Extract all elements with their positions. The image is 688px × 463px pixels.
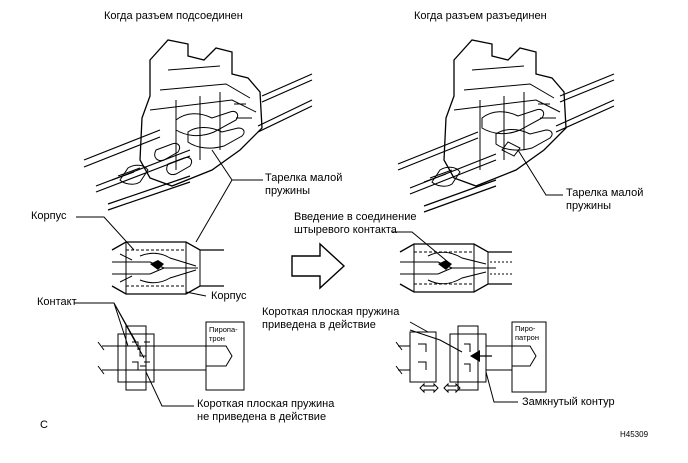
short-spring-inactive-line2: не приведена в действие	[197, 411, 327, 423]
housing-label-left: Корпус	[31, 210, 67, 222]
squib-left-line2: трон	[209, 334, 225, 343]
squib-right-line1: Пиро-	[515, 324, 536, 333]
housing-leader-left	[76, 216, 135, 251]
figure-letter: C	[40, 419, 48, 431]
pin-insertion-label: Введение в соединение штыревого контакта	[294, 211, 416, 237]
disconnected-connector-illustration	[397, 39, 615, 213]
housing-leader-bottom	[185, 291, 207, 297]
bidirectional-arrow-right	[443, 382, 461, 394]
spring-plate-leader-right	[517, 149, 563, 196]
short-spring-active-label: Короткая плоская пружина приведена в дей…	[262, 306, 399, 332]
short-spring-inactive-label: Короткая плоская пружина не приведена в …	[197, 398, 334, 424]
connected-schematic	[97, 321, 245, 391]
spring-plate-left-line2: пружины	[265, 185, 311, 197]
disconnected-cross-section	[399, 243, 512, 293]
transition-arrow	[291, 242, 346, 290]
disconnected-schematic	[395, 321, 547, 393]
spring-plate-label-right: Тарелка малой пружины	[566, 187, 643, 213]
short-spring-inactive-leader	[145, 371, 194, 407]
spring-plate-label-left: Тарелка малой пружины	[265, 172, 342, 198]
pin-insertion-line1: Введение в соединение	[294, 211, 417, 223]
short-spring-active-line1: Короткая плоская пружина	[262, 306, 400, 318]
spring-plate-right-line2: пружины	[566, 200, 612, 212]
bidirectional-arrow-left	[419, 382, 439, 394]
spring-plate-leader-left	[195, 149, 263, 243]
spring-plate-right-line1: Тарелка малой	[566, 187, 644, 199]
squib-label-right: Пиро- патрон	[515, 324, 539, 342]
housing-label-bottom: Корпус	[211, 290, 247, 302]
connected-cross-section	[111, 241, 224, 295]
pin-insertion-line2: штыревого контакта	[294, 224, 397, 236]
title-connected: Когда разъем подсоединен	[104, 10, 243, 22]
figure-code: H45309	[620, 430, 649, 439]
short-spring-active-leader	[409, 321, 463, 353]
closed-circuit-label: Замкнутый контур	[522, 396, 615, 408]
spring-plate-left-line1: Тарелка малой	[265, 172, 343, 184]
squib-label-left: Пиропа- трон	[209, 325, 238, 343]
squib-left-line1: Пиропа-	[209, 325, 238, 334]
connected-connector-illustration	[83, 39, 313, 211]
closed-circuit-leader	[485, 371, 518, 403]
contact-label: Контакт	[37, 296, 77, 308]
short-spring-active-line2: приведена в действие	[262, 319, 376, 331]
title-disconnected: Когда разъем разъединен	[414, 10, 547, 22]
squib-right-line2: патрон	[515, 333, 539, 342]
pin-insertion-leader	[392, 231, 449, 263]
short-spring-inactive-line1: Короткая плоская пружина	[197, 398, 335, 410]
contact-leaders	[74, 302, 145, 359]
